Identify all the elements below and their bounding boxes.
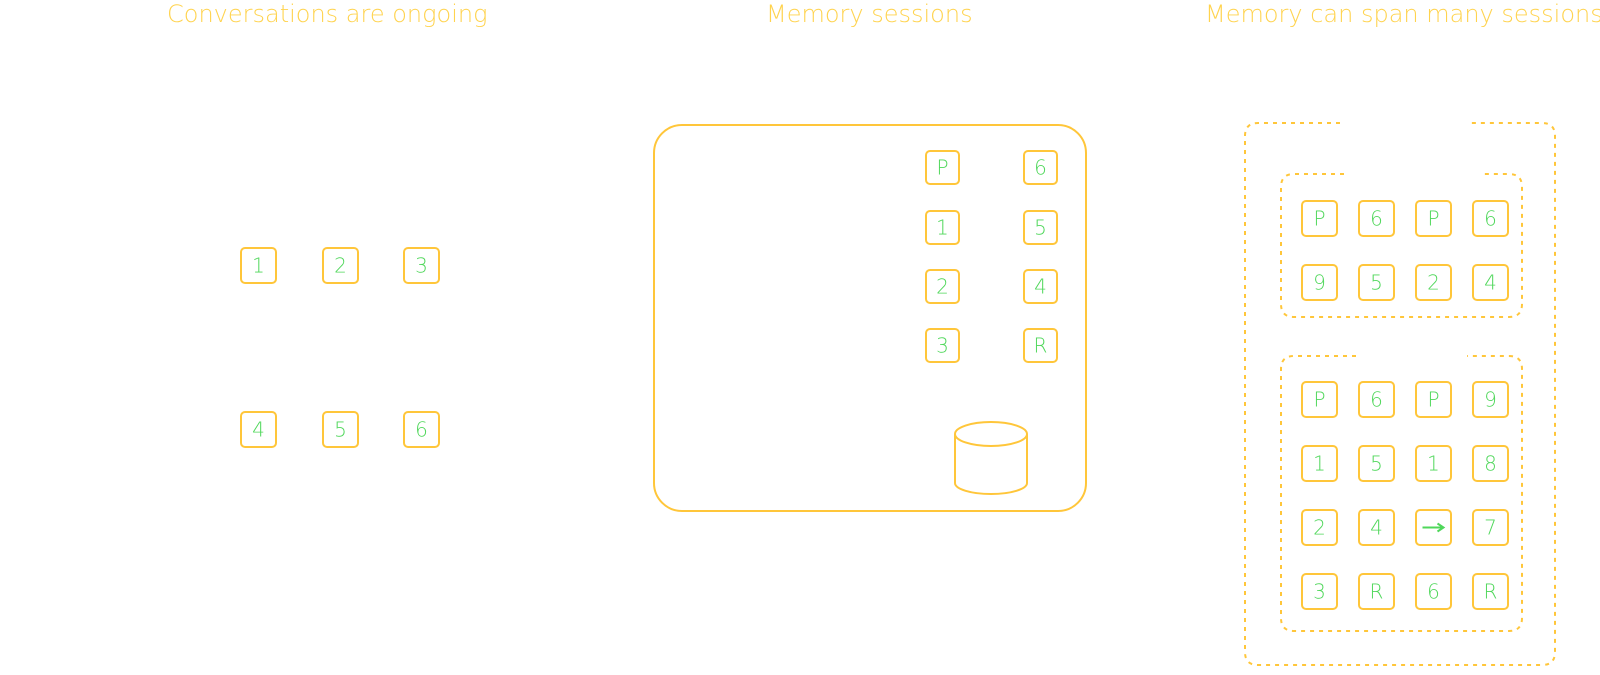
span-session-b-box: [1415, 509, 1452, 546]
database-icon: [954, 421, 1028, 495]
session-box: P: [925, 150, 960, 185]
session-box: 5: [1023, 210, 1058, 245]
title-memory-span: Memory can span many sessions: [1205, 0, 1600, 28]
span-outer-frame: [1244, 122, 1556, 666]
session-box-label: 2: [936, 275, 949, 299]
span-session-b-box-label: 6: [1370, 388, 1383, 412]
span-session-a-box: 6: [1358, 200, 1395, 237]
ongoing-box-label: 2: [334, 254, 347, 278]
span-session-b-box-label: 9: [1484, 388, 1497, 412]
session-box-label: R: [1034, 334, 1048, 358]
ongoing-box-label: 6: [415, 418, 428, 442]
span-session-a-box-label: 4: [1484, 271, 1497, 295]
span-session-b-box: R: [1472, 573, 1509, 610]
ongoing-box-label: 5: [334, 418, 347, 442]
session-box-label: 4: [1034, 275, 1047, 299]
title-memory-sessions: Memory sessions: [766, 0, 973, 28]
span-session-b-box-label: 1: [1427, 452, 1440, 476]
title-conversations-ongoing: Conversations are ongoing: [167, 0, 488, 28]
span-session-b-box-label: R: [1370, 580, 1384, 604]
span-session-b-box-label: 7: [1484, 516, 1497, 540]
span-session-a-box: 6: [1472, 200, 1509, 237]
span-session-b-box: 6: [1358, 381, 1395, 418]
span-session-a-box-label: 5: [1370, 271, 1383, 295]
ongoing-box: 4: [240, 411, 277, 448]
session-box: 1: [925, 210, 960, 245]
session-box: 3: [925, 328, 960, 363]
span-session-a-box-label: 9: [1313, 271, 1326, 295]
span-session-b-box: 1: [1415, 445, 1452, 482]
span-session-b-box: P: [1415, 381, 1452, 418]
span-session-a-box: 5: [1358, 264, 1395, 301]
span-session-b-box-label: P: [1313, 388, 1325, 412]
span-session-b-box: 8: [1472, 445, 1509, 482]
span-session-b-box: 4: [1358, 509, 1395, 546]
span-session-b-box-label: R: [1484, 580, 1498, 604]
span-session-b-box: 1: [1301, 445, 1338, 482]
ongoing-box-label: 1: [252, 254, 265, 278]
span-session-b-box: R: [1358, 573, 1395, 610]
session-box: 6: [1023, 150, 1058, 185]
span-session-b-box-label: 1: [1313, 452, 1326, 476]
span-session-a-box: 9: [1301, 264, 1338, 301]
ongoing-box-label: 4: [252, 418, 265, 442]
span-session-a-box: 4: [1472, 264, 1509, 301]
span-session-a-box-label: P: [1427, 207, 1439, 231]
span-session-b-box-label: 8: [1484, 452, 1497, 476]
arrow-right-icon: [1422, 522, 1446, 533]
ongoing-box: 6: [403, 411, 440, 448]
span-session-b-box-label: 3: [1313, 580, 1326, 604]
span-session-b-box: 9: [1472, 381, 1509, 418]
session-box-label: 3: [936, 334, 949, 358]
span-session-b-box-label: P: [1427, 388, 1439, 412]
span-session-a-box-label: 6: [1484, 207, 1497, 231]
span-session-b-box-label: 4: [1370, 516, 1383, 540]
span-session-b-box-label: 2: [1313, 516, 1326, 540]
span-session-b-box-label: 6: [1427, 580, 1440, 604]
session-a-frame: [1280, 173, 1523, 318]
span-session-a-box: P: [1301, 200, 1338, 237]
session-box: 2: [925, 269, 960, 304]
session-b-frame: [1280, 355, 1523, 632]
span-session-a-box: P: [1415, 200, 1452, 237]
ongoing-box: 3: [403, 247, 440, 284]
ongoing-box: 2: [322, 247, 359, 284]
span-session-b-box: 3: [1301, 573, 1338, 610]
ongoing-box: 1: [240, 247, 277, 284]
session-box-label: 6: [1034, 156, 1047, 180]
span-session-b-box: 6: [1415, 573, 1452, 610]
memory-session-frame: [653, 124, 1087, 512]
span-session-a-box-label: 2: [1427, 271, 1440, 295]
span-session-a-box-label: 6: [1370, 207, 1383, 231]
session-box: 4: [1023, 269, 1058, 304]
session-box: R: [1023, 328, 1058, 363]
session-box-label: P: [936, 156, 948, 180]
span-session-b-box: P: [1301, 381, 1338, 418]
ongoing-box-label: 3: [415, 254, 428, 278]
session-box-label: 1: [936, 216, 949, 240]
span-session-b-box: 2: [1301, 509, 1338, 546]
span-session-a-box-label: P: [1313, 207, 1325, 231]
span-session-b-box: 7: [1472, 509, 1509, 546]
span-session-b-box: 5: [1358, 445, 1395, 482]
span-session-b-box-label: 5: [1370, 452, 1383, 476]
span-session-a-box: 2: [1415, 264, 1452, 301]
session-box-label: 5: [1034, 216, 1047, 240]
ongoing-box: 5: [322, 411, 359, 448]
